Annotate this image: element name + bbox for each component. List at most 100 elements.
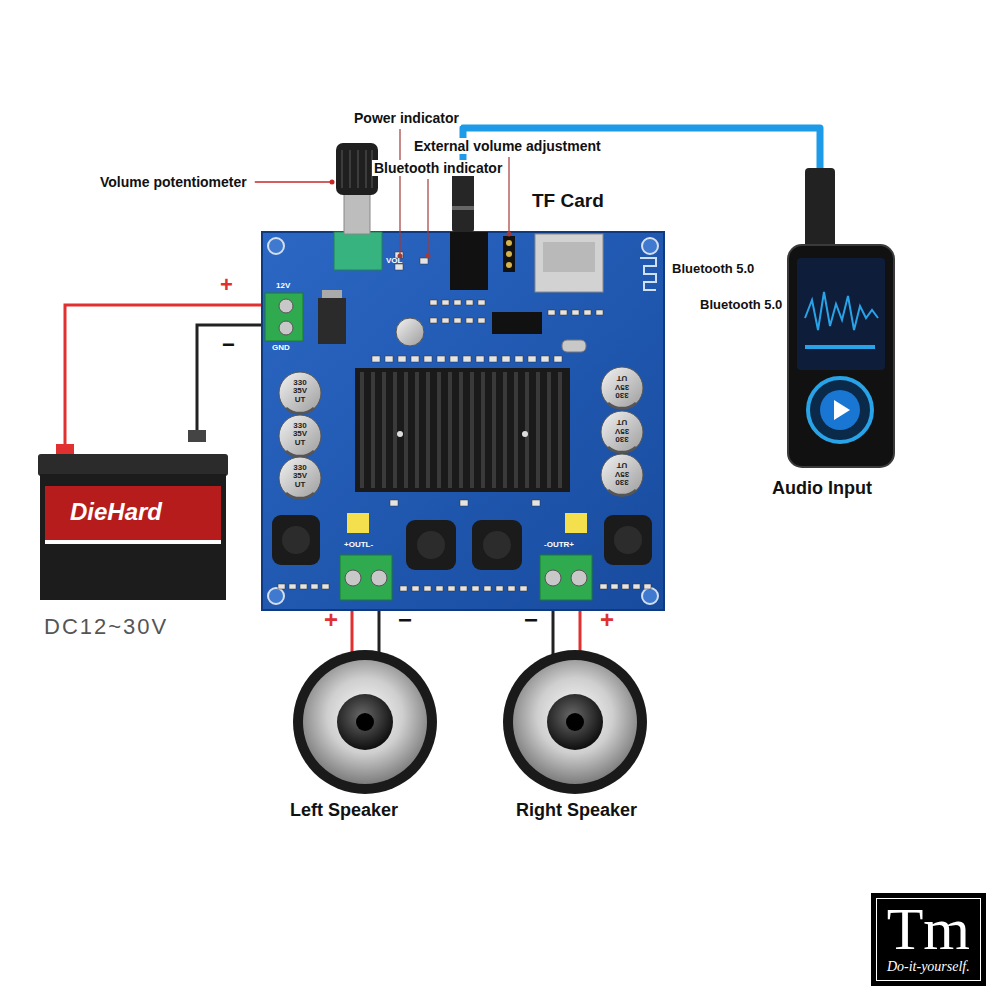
inductor: [417, 531, 445, 559]
regulator: [322, 290, 342, 298]
amplifier-board: [642, 588, 658, 604]
smd-parts: [442, 318, 449, 323]
smd-parts: [311, 584, 318, 589]
battery: [38, 430, 228, 600]
smd-parts: [436, 586, 443, 591]
polarity-sign: +: [324, 606, 338, 634]
smd-parts: [420, 258, 428, 264]
smd-parts: [424, 356, 432, 362]
silkscreen-label: 12V: [276, 281, 290, 290]
battery: [188, 430, 206, 442]
board-parts: [396, 312, 586, 352]
smd-parts: [430, 318, 437, 323]
silkscreen-label: +OUTL-: [344, 540, 373, 549]
callout-label: Volume potentiometer: [98, 174, 249, 190]
heatsink: [547, 372, 551, 488]
smd-parts: [520, 586, 527, 591]
capacitor: [608, 403, 636, 408]
capacitor: [286, 493, 314, 498]
smd-parts: [448, 586, 455, 591]
capacitor: [286, 451, 314, 456]
heatsink: [371, 372, 375, 488]
bluetooth-antenna: [640, 258, 656, 290]
inductor: [272, 515, 652, 570]
leader-lines: [507, 232, 512, 237]
smd-parts: [489, 356, 497, 362]
capacitor: [608, 447, 636, 452]
speaker: [513, 660, 637, 784]
speaker-terminal: [340, 555, 592, 600]
audio-jack: [452, 206, 474, 210]
smd-parts: [430, 300, 437, 305]
heatsink: [459, 372, 463, 488]
capacitor: [286, 408, 314, 413]
inductor: [604, 515, 652, 565]
leader-lines: [508, 157, 509, 234]
audio-jack: [452, 168, 474, 232]
smd-parts: [622, 584, 629, 589]
smd-parts: [554, 356, 562, 362]
capacitor-marking: 330 35V UT: [287, 422, 313, 447]
media-player: [808, 378, 872, 442]
media-player: [788, 168, 894, 467]
heatsink: [492, 372, 496, 488]
tf-card-slot: [535, 234, 603, 292]
media-player: [805, 345, 875, 349]
speaker-terminal: [540, 555, 592, 600]
battery: [45, 540, 221, 544]
heatsink: [514, 372, 518, 488]
smd-parts: [596, 310, 603, 315]
audio-jack: [450, 232, 488, 290]
heatsink: [437, 372, 441, 488]
smd-parts: [528, 356, 536, 362]
speaker: [293, 650, 647, 794]
heatsink: [558, 372, 562, 488]
capacitor-marking: 330 35V UT: [287, 379, 313, 404]
heatsink: [536, 372, 540, 488]
smd-parts: [584, 310, 591, 315]
polarity-sign: +: [220, 272, 233, 297]
capacitor: [279, 367, 643, 499]
device-label: Left Speaker: [290, 800, 398, 821]
heatsink: [362, 372, 560, 488]
speaker: [547, 694, 603, 750]
capacitor: [279, 415, 321, 457]
yellow-capacitor: [565, 513, 587, 533]
smd-parts: [532, 500, 540, 506]
media-player: [797, 258, 885, 370]
capacitor: [279, 415, 321, 457]
battery: [38, 454, 228, 476]
speaker-terminal: [545, 570, 561, 586]
capacitor: [601, 454, 643, 496]
audio-jack: [450, 168, 488, 290]
smd-parts: [515, 356, 523, 362]
power-terminal: [279, 299, 293, 313]
heatsink: [355, 368, 570, 492]
capacitor: [279, 457, 321, 499]
smd-parts: [278, 252, 651, 591]
smd-parts: [278, 584, 285, 589]
speaker-terminal: [345, 570, 361, 586]
smd-parts: [400, 586, 407, 591]
heatsink: [355, 368, 570, 492]
smd-parts: [472, 586, 479, 591]
speaker: [503, 650, 647, 794]
speaker-terminal: [371, 570, 387, 586]
logo-box: TmDo-it-yourself.: [871, 893, 986, 986]
heatsink: [393, 372, 397, 488]
smd-parts: [289, 584, 296, 589]
smd-parts: [450, 356, 458, 362]
smd-parts: [633, 584, 640, 589]
smd-parts: [496, 586, 503, 591]
capacitor: [279, 372, 321, 414]
device-label: Audio Input: [772, 478, 872, 499]
inductor: [272, 515, 320, 565]
speaker-terminal: [340, 555, 392, 600]
capacitor: [601, 367, 643, 409]
capacitor: [601, 411, 643, 453]
power-terminal: [265, 293, 303, 341]
leader-lines: [426, 254, 431, 259]
leader-lines: [427, 179, 428, 256]
amplifier-board: [642, 238, 658, 254]
polarity-sign: −: [524, 606, 538, 634]
